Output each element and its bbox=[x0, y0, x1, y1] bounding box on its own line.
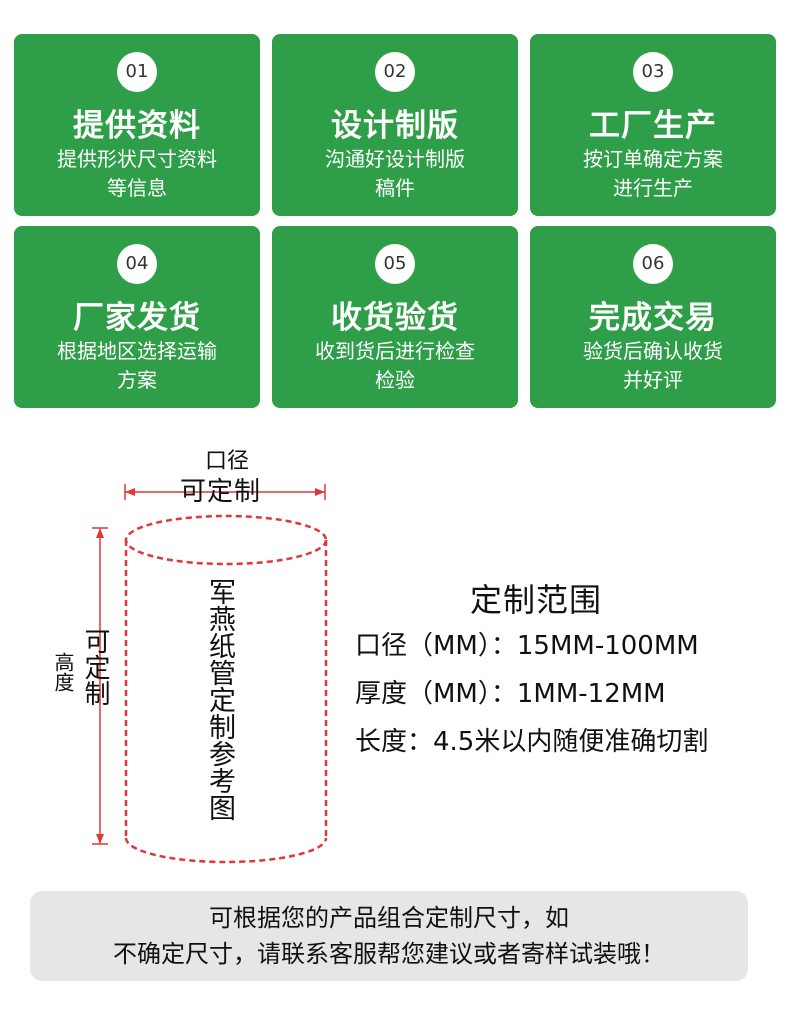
notice-box: 可根据您的产品组合定制尺寸，如 不确定尺寸，请联系客服帮您建议或者寄样试装哦！ bbox=[30, 891, 748, 981]
step-title: 设计制版 bbox=[331, 108, 459, 144]
step-desc-line: 方案 bbox=[117, 368, 157, 392]
range-thickness: 厚度（MM）：1MM-12MM bbox=[355, 679, 666, 709]
tube-top-ellipse bbox=[124, 514, 328, 566]
step-desc-line: 提供形状尺寸资料 bbox=[57, 147, 217, 171]
step-desc-line: 检验 bbox=[375, 368, 415, 392]
step-number: 02 bbox=[375, 52, 415, 92]
step-desc-line: 进行生产 bbox=[613, 176, 693, 200]
step-number: 05 bbox=[375, 244, 415, 284]
step-desc-line: 沟通好设计制版 bbox=[325, 147, 465, 171]
step-desc-line: 收到货后进行检查 bbox=[315, 339, 475, 363]
step-card-01: 01 提供资料 提供形状尺寸资料 等信息 bbox=[14, 34, 260, 216]
step-title: 完成交易 bbox=[589, 300, 717, 336]
step-description: 根据地区选择运输 方案 bbox=[24, 337, 250, 395]
range-title: 定制范围 bbox=[470, 581, 603, 619]
step-number: 04 bbox=[117, 244, 157, 284]
step-number: 06 bbox=[633, 244, 673, 284]
arrow-right bbox=[315, 488, 325, 496]
notice-line: 可根据您的产品组合定制尺寸，如 bbox=[209, 904, 569, 932]
step-title: 厂家发货 bbox=[73, 300, 201, 336]
step-number: 03 bbox=[633, 52, 673, 92]
diameter-label: 口径 bbox=[205, 449, 250, 474]
step-desc-line: 验货后确认收货 bbox=[583, 339, 723, 363]
step-desc-line: 根据地区选择运输 bbox=[57, 339, 217, 363]
height-label: 高度 bbox=[51, 652, 75, 692]
step-desc-line: 稿件 bbox=[375, 176, 415, 200]
step-title: 收货验货 bbox=[331, 300, 459, 336]
step-description: 提供形状尺寸资料 等信息 bbox=[24, 145, 250, 203]
range-diameter: 口径（MM）：15MM-100MM bbox=[355, 631, 699, 661]
tube-diagram bbox=[92, 484, 328, 864]
notice-line: 不确定尺寸，请联系客服帮您建议或者寄样试装哦！ bbox=[113, 940, 665, 968]
step-title: 提供资料 bbox=[73, 108, 201, 144]
step-desc-line: 并好评 bbox=[623, 368, 683, 392]
step-description: 按订单确定方案 进行生产 bbox=[540, 145, 766, 203]
step-description: 沟通好设计制版 稿件 bbox=[282, 145, 508, 203]
step-desc-line: 按订单确定方案 bbox=[583, 147, 723, 171]
step-card-05: 05 收货验货 收到货后进行检查 检验 bbox=[272, 226, 518, 408]
arrow-down bbox=[96, 834, 104, 844]
step-description: 收到货后进行检查 检验 bbox=[282, 337, 508, 395]
step-number: 01 bbox=[117, 52, 157, 92]
diameter-custom-label: 可定制 bbox=[180, 477, 262, 507]
step-desc-line: 等信息 bbox=[107, 176, 167, 200]
range-length: 长度：4.5米以内随便准确切割 bbox=[355, 727, 709, 757]
arrow-left bbox=[125, 488, 135, 496]
step-description: 验货后确认收货 并好评 bbox=[540, 337, 766, 395]
step-card-03: 03 工厂生产 按订单确定方案 进行生产 bbox=[530, 34, 776, 216]
tube-bottom-curve bbox=[124, 837, 328, 864]
step-title: 工厂生产 bbox=[589, 108, 717, 144]
tube-reference-text: 军燕纸管定制参考图 bbox=[204, 578, 235, 821]
arrow-up bbox=[96, 528, 104, 538]
step-card-06: 06 完成交易 验货后确认收货 并好评 bbox=[530, 226, 776, 408]
step-card-04: 04 厂家发货 根据地区选择运输 方案 bbox=[14, 226, 260, 408]
height-custom-label: 可定制 bbox=[80, 628, 110, 706]
step-card-02: 02 设计制版 沟通好设计制版 稿件 bbox=[272, 34, 518, 216]
